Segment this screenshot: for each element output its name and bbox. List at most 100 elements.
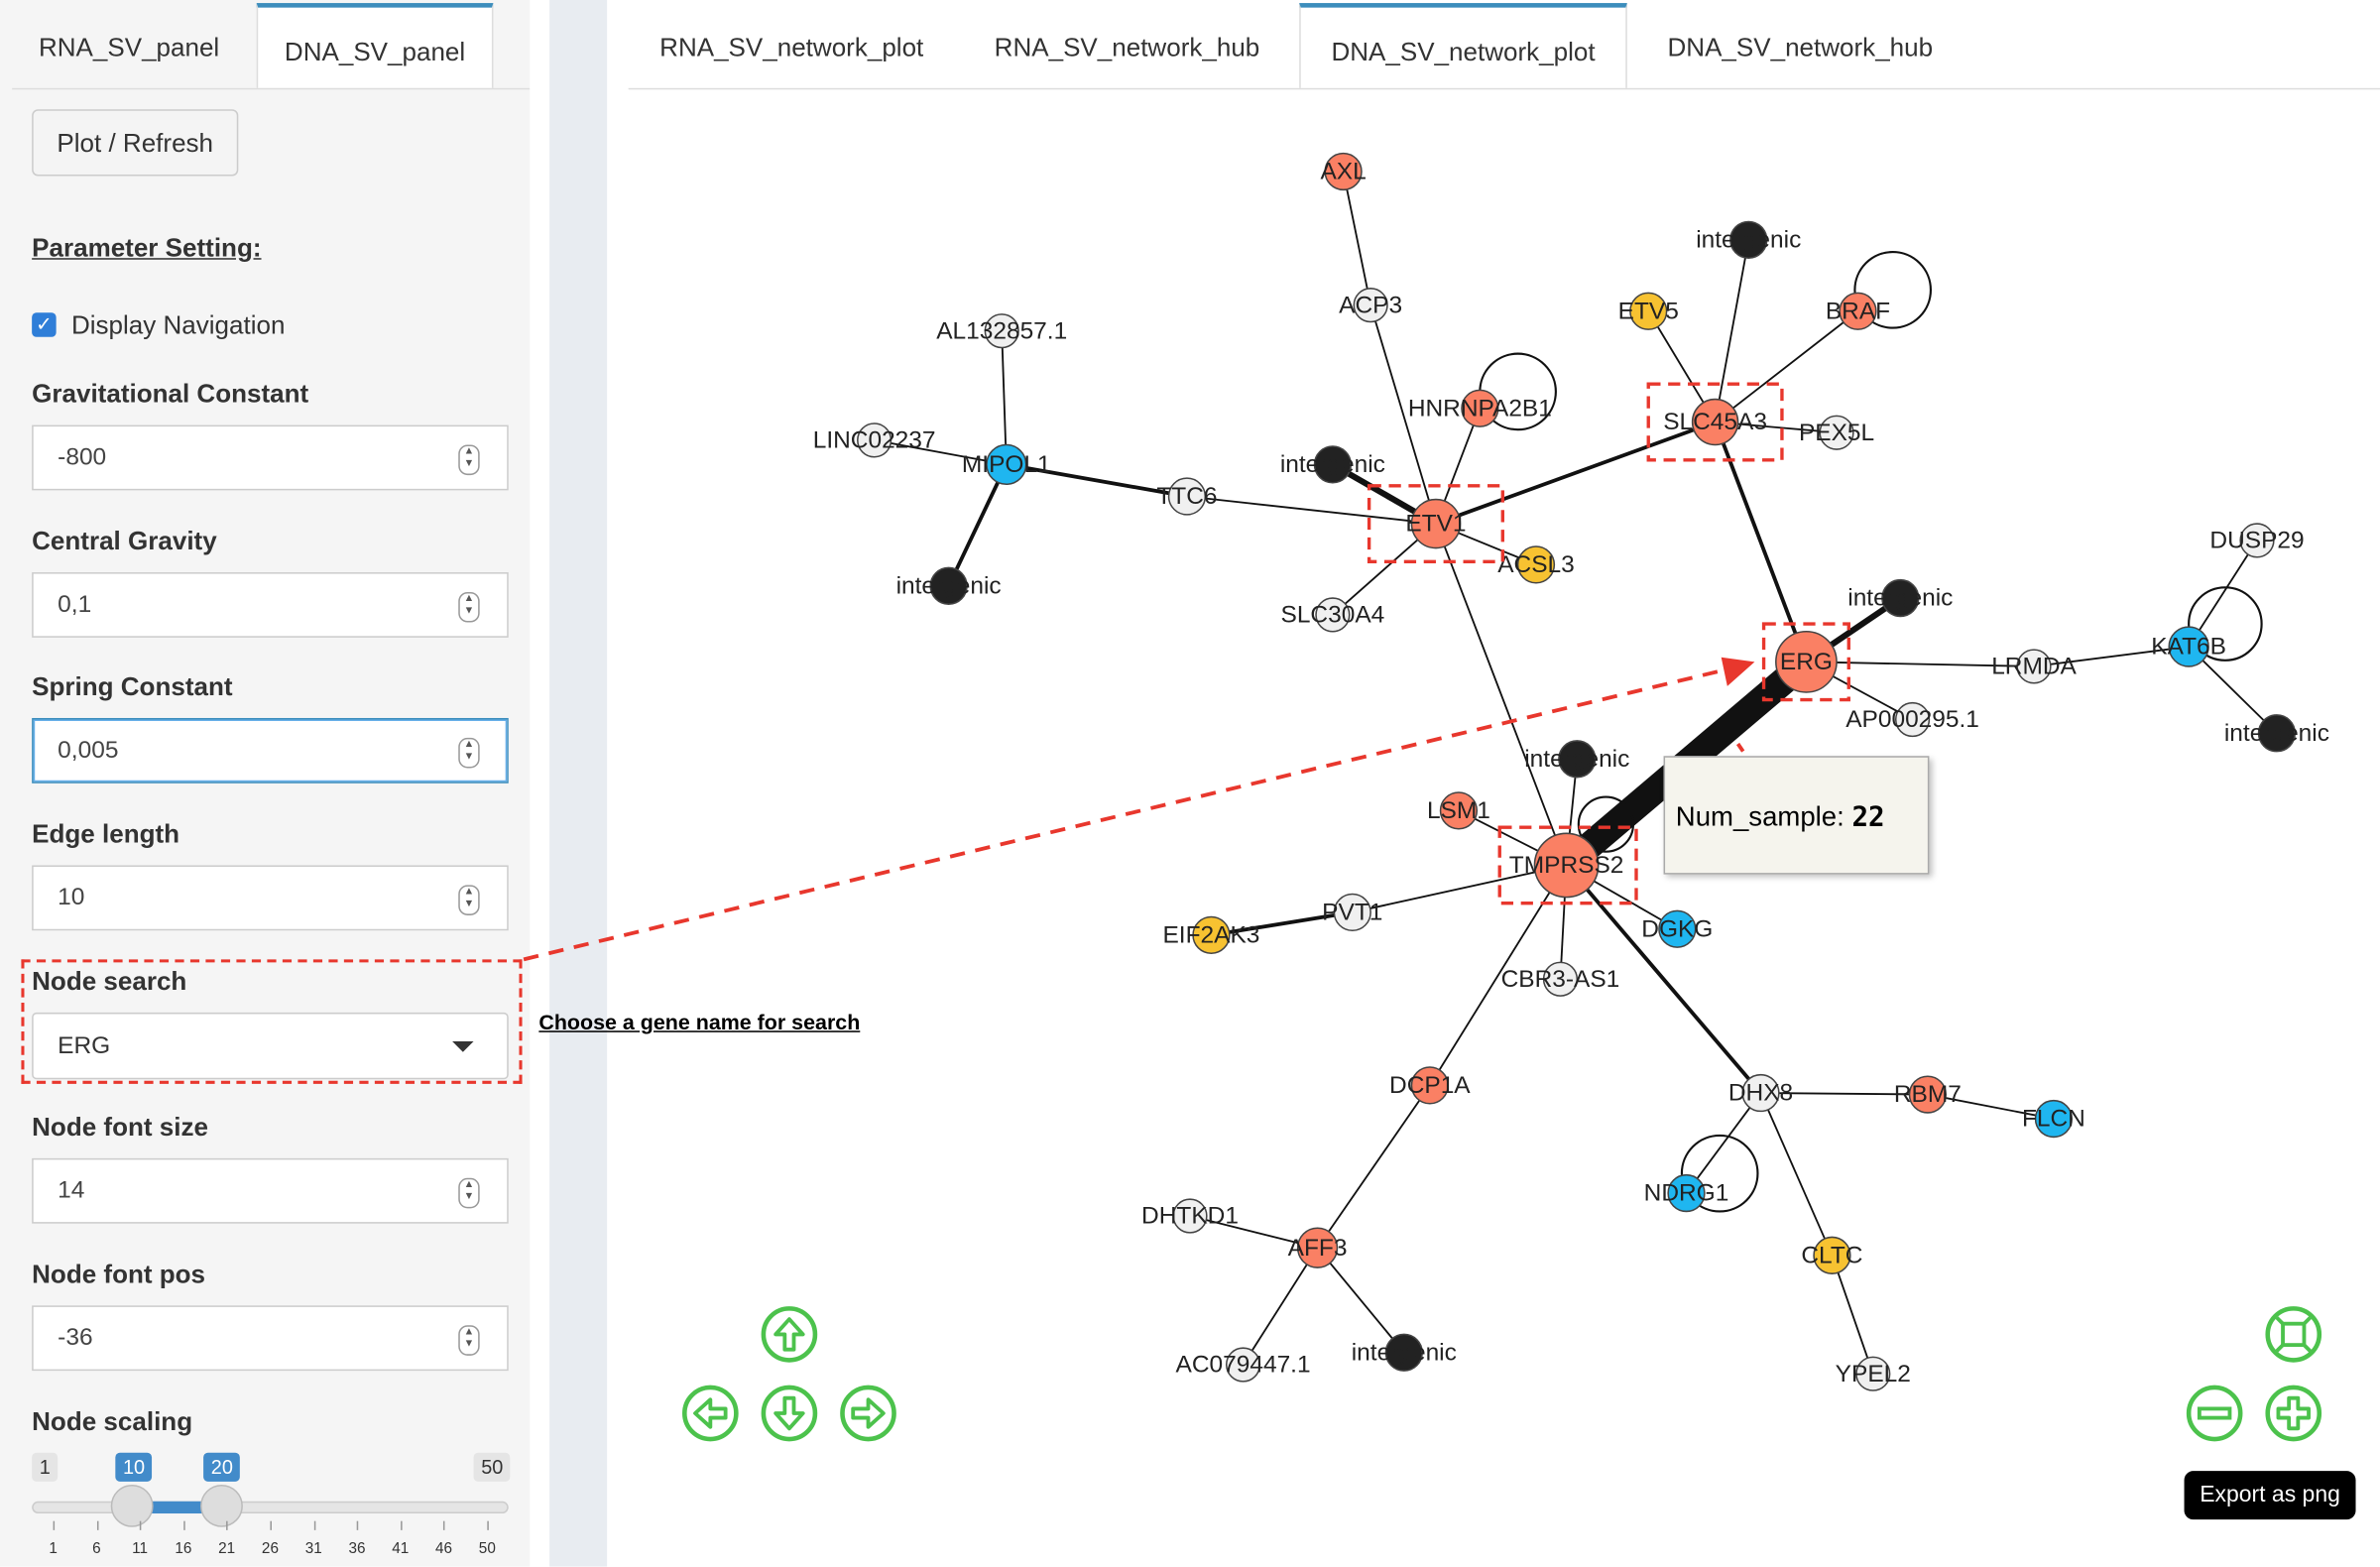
network-node[interactable] [1324, 152, 1363, 191]
central-gravity-input[interactable]: 0,1 ▲▼ [32, 572, 509, 638]
network-node[interactable] [1172, 1198, 1208, 1234]
spinner-icon[interactable]: ▲▼ [458, 885, 480, 915]
network-edge[interactable] [1759, 1092, 1834, 1257]
network-node[interactable] [1819, 415, 1854, 450]
self-loop-edge[interactable] [1853, 251, 1933, 329]
network-node[interactable] [1296, 1227, 1339, 1268]
network-node[interactable] [1658, 909, 1697, 948]
network-node[interactable] [1558, 740, 1597, 779]
tab-rna-sv-network-plot[interactable]: RNA_SV_network_plot [659, 33, 924, 62]
network-edge[interactable] [1352, 864, 1567, 913]
node-search-select[interactable]: ERG [32, 1012, 509, 1080]
network-edge[interactable] [1006, 462, 1188, 499]
network-node[interactable] [1775, 630, 1838, 693]
tab-dna-sv-network-hub[interactable]: DNA_SV_network_hub [1667, 33, 1934, 62]
export-png-button[interactable]: Export as png [2184, 1471, 2356, 1520]
spinner-icon[interactable]: ▲▼ [458, 1325, 480, 1356]
network-node[interactable] [929, 566, 968, 605]
network-edge[interactable] [1211, 910, 1354, 937]
network-node[interactable] [1333, 893, 1371, 932]
tab-dna-sv-network-plot[interactable]: DNA_SV_network_plot [1299, 3, 1627, 88]
network-edge[interactable] [1927, 1093, 2055, 1120]
spinner-icon[interactable]: ▲▼ [458, 591, 480, 623]
network-node[interactable] [1516, 545, 1556, 584]
node-font-size-input[interactable]: 14 ▲▼ [32, 1157, 509, 1224]
pan-up-icon[interactable] [761, 1305, 818, 1363]
network-edge[interactable] [1714, 239, 1750, 422]
network-node[interactable] [1881, 578, 1920, 618]
network-edge[interactable] [1316, 1084, 1431, 1249]
network-edge[interactable] [1316, 1247, 1405, 1354]
network-edge[interactable] [1806, 661, 2035, 667]
edge-length-input[interactable]: 10 ▲▼ [32, 865, 509, 931]
tab-rna-sv-network-hub[interactable]: RNA_SV_network_hub [994, 33, 1260, 62]
network-node[interactable] [1225, 1347, 1261, 1383]
network-node[interactable] [2257, 714, 2297, 753]
network-edge[interactable] [1760, 1092, 1928, 1096]
network-node[interactable] [1908, 1075, 1948, 1114]
network-node[interactable] [1410, 498, 1462, 549]
network-edge[interactable] [946, 463, 1009, 587]
network-node[interactable] [1353, 288, 1388, 323]
network-edge[interactable] [2188, 646, 2278, 734]
network-edge[interactable] [2033, 646, 2190, 667]
network-node[interactable] [984, 313, 1019, 349]
network-node[interactable] [1384, 1333, 1423, 1372]
network-node[interactable] [2239, 523, 2275, 558]
network-node[interactable] [1894, 701, 1931, 738]
network-edge[interactable] [1001, 330, 1008, 465]
self-loop-edge[interactable] [1577, 795, 1635, 853]
network-node[interactable] [2016, 649, 2052, 684]
network-edge[interactable] [874, 438, 1007, 466]
self-loop-edge[interactable] [2188, 586, 2263, 662]
zoom-extends-icon[interactable] [2265, 1305, 2322, 1363]
network-node[interactable] [1839, 292, 1877, 330]
zoom-out-icon[interactable] [2186, 1385, 2243, 1442]
network-node[interactable] [1741, 1073, 1780, 1113]
network-node[interactable] [1691, 398, 1739, 446]
network-node[interactable] [1167, 477, 1207, 516]
spinner-icon[interactable]: ▲▼ [458, 444, 480, 476]
network-edge[interactable] [1189, 1215, 1318, 1250]
network-edge[interactable] [1242, 1247, 1319, 1366]
network-node[interactable] [1542, 961, 1579, 997]
network-node[interactable] [1855, 1356, 1891, 1391]
display-navigation-checkbox[interactable]: ✓ [32, 312, 57, 337]
network-edge[interactable] [2188, 540, 2258, 648]
slider-low-handle[interactable] [110, 1484, 154, 1527]
tab-rna-sv-panel[interactable]: RNA_SV_panel [38, 33, 220, 62]
network-node[interactable] [1192, 915, 1231, 954]
network-node[interactable] [1315, 597, 1351, 633]
self-loop-edge[interactable] [1680, 1134, 1759, 1213]
network-edge[interactable] [1435, 420, 1717, 526]
node-font-pos-input[interactable]: -36 ▲▼ [32, 1305, 509, 1372]
zoom-in-icon[interactable] [2265, 1385, 2322, 1442]
network-edge[interactable] [1713, 421, 1809, 663]
network-edge[interactable] [1435, 523, 1568, 866]
network-node[interactable] [1313, 445, 1353, 484]
network-node[interactable] [2168, 626, 2209, 667]
network-node[interactable] [1461, 389, 1499, 427]
network-edge[interactable] [1369, 304, 1437, 525]
network-node[interactable] [2034, 1099, 2074, 1139]
network-node[interactable] [1439, 791, 1479, 830]
spinner-icon[interactable]: ▲▼ [458, 1177, 480, 1209]
network-edge[interactable] [1342, 171, 1372, 305]
pan-left-icon[interactable] [681, 1385, 739, 1442]
network-node[interactable] [857, 422, 892, 458]
network-node[interactable] [986, 443, 1027, 486]
network-node[interactable] [1533, 832, 1600, 899]
network-edge[interactable] [1831, 1255, 1874, 1375]
gravitational-constant-input[interactable]: -800 ▲▼ [32, 424, 509, 491]
network-edge[interactable] [1186, 495, 1437, 525]
network-node[interactable] [1729, 220, 1768, 259]
spinner-icon[interactable]: ▲▼ [458, 737, 480, 769]
pan-right-icon[interactable] [839, 1385, 896, 1442]
network-node[interactable] [1410, 1066, 1449, 1105]
network-edge[interactable] [1715, 310, 1859, 423]
network-node[interactable] [1667, 1173, 1706, 1213]
plot-refresh-button[interactable]: Plot / Refresh [32, 109, 239, 177]
network-node[interactable] [1813, 1236, 1851, 1274]
network-edge[interactable] [1565, 864, 1762, 1095]
